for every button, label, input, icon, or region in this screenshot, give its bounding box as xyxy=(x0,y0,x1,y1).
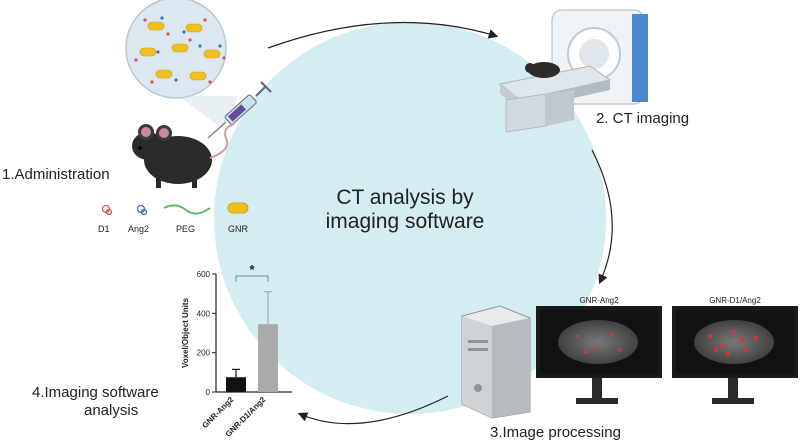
legend-label-peg: PEG xyxy=(176,224,196,234)
chart-y-tick-label: 600 xyxy=(197,270,211,279)
chart-y-tick-label: 400 xyxy=(197,309,211,318)
arrow-administration-to-ct xyxy=(267,21,499,49)
step-ct-imaging-label: 2. CT imaging xyxy=(596,110,690,127)
chart-y-tick-label: 0 xyxy=(206,388,211,397)
d1-peptide-icon xyxy=(101,204,113,216)
arrow-processing-to-analysis xyxy=(297,395,449,425)
ang2-peptide-icon xyxy=(136,204,148,216)
center-title: CT analysis by imaging software xyxy=(290,186,520,234)
computer-tower-icon xyxy=(461,305,531,419)
chart-y-label: Voxel/Object Units xyxy=(181,297,190,368)
center-title-line2: imaging software xyxy=(325,210,485,233)
mouse-icon xyxy=(132,123,235,188)
step-software-analysis-label-2: analysis xyxy=(84,402,139,419)
monitor-left-icon xyxy=(536,306,662,404)
ct-scanner-icon xyxy=(498,9,648,133)
legend-label-d1: D1 xyxy=(98,224,110,234)
chart-significance-star: * xyxy=(249,262,255,277)
monitor-right-icon xyxy=(672,306,798,404)
center-title-line1: CT analysis by xyxy=(336,186,474,209)
legend-label-ang2: Ang2 xyxy=(128,224,150,234)
monitor-left-title: GNR-Ang2 xyxy=(579,296,619,305)
gold-nanorod-icon xyxy=(227,202,249,214)
legend-label-gnr: GNR xyxy=(228,224,248,234)
step-software-analysis-label-1: 4.Imaging software xyxy=(32,384,159,401)
chart-bar xyxy=(258,324,278,392)
monitor-right-title: GNR-D1/Ang2 xyxy=(709,296,761,305)
step-administration-label: 1.Administration xyxy=(2,166,110,183)
arrow-ct-to-processing xyxy=(591,149,613,285)
peg-chain-icon xyxy=(163,204,211,215)
chart-significance-bracket xyxy=(235,275,269,282)
syringe-icon xyxy=(207,81,272,139)
chart-y-tick-label: 200 xyxy=(197,349,211,358)
nanoparticle-zoom-icon xyxy=(125,0,238,128)
chart-bar xyxy=(226,377,246,392)
step-image-processing-label: 3.Image processing xyxy=(490,424,621,441)
